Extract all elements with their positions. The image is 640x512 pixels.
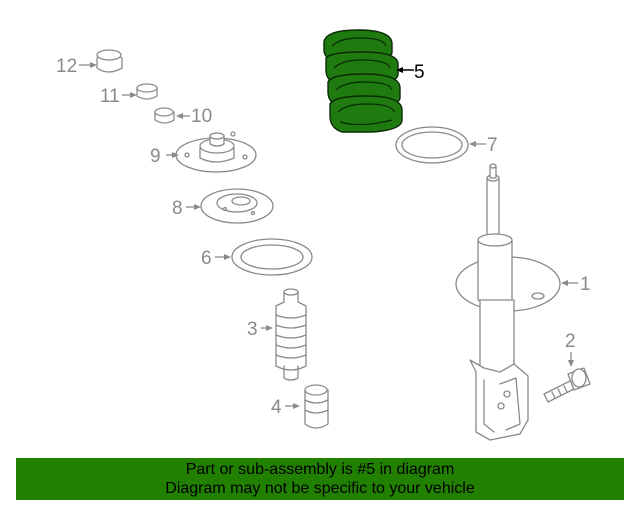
callout-5-label: 5 bbox=[414, 62, 425, 83]
callout-3: 3 bbox=[247, 319, 273, 340]
banner-line-1: Part or sub-assembly is #5 in diagram bbox=[185, 461, 455, 478]
callout-5: 5 bbox=[396, 62, 425, 83]
part-5-coil-spring bbox=[323, 29, 403, 133]
callout-1-label: 1 bbox=[580, 274, 591, 295]
callout-11: 11 bbox=[100, 86, 137, 107]
banner-line-2: Diagram may not be specific to your vehi… bbox=[165, 480, 475, 497]
part-6-spring-insulator bbox=[231, 238, 313, 276]
part-2-bolt bbox=[543, 367, 591, 403]
callout-9: 9 bbox=[150, 146, 179, 167]
callout-4-label: 4 bbox=[271, 397, 282, 418]
callout-8: 8 bbox=[172, 198, 201, 219]
part-12-bump-stop-cap bbox=[96, 49, 123, 73]
callout-10-label: 10 bbox=[191, 106, 212, 127]
part-9-strut-mount bbox=[175, 131, 257, 173]
part-11-cap bbox=[136, 83, 158, 100]
part-10-nut bbox=[154, 107, 175, 124]
parts-diagram: 12 11 10 9 bbox=[56, 29, 591, 441]
part-4-bump-stop bbox=[304, 384, 329, 429]
callout-6-label: 6 bbox=[201, 248, 212, 269]
part-7-lower-insulator bbox=[395, 126, 469, 164]
callout-10: 10 bbox=[176, 106, 212, 127]
callout-9-label: 9 bbox=[150, 146, 161, 167]
callout-7: 7 bbox=[469, 135, 498, 156]
callout-12: 12 bbox=[56, 56, 97, 77]
callout-11-label: 11 bbox=[100, 86, 120, 107]
callout-6: 6 bbox=[201, 248, 231, 269]
callout-7-label: 7 bbox=[487, 135, 498, 156]
callout-1: 1 bbox=[561, 274, 591, 295]
callout-2: 2 bbox=[565, 331, 576, 367]
callout-4: 4 bbox=[271, 397, 300, 418]
callout-12-label: 12 bbox=[56, 56, 77, 77]
part-3-dust-boot bbox=[275, 288, 307, 381]
callout-3-label: 3 bbox=[247, 319, 258, 340]
part-1-strut-assembly bbox=[455, 163, 561, 441]
part-8-spring-seat bbox=[200, 188, 274, 224]
callout-8-label: 8 bbox=[172, 198, 183, 219]
info-banner: Part or sub-assembly is #5 in diagram Di… bbox=[16, 458, 624, 500]
callout-2-label: 2 bbox=[565, 331, 576, 352]
